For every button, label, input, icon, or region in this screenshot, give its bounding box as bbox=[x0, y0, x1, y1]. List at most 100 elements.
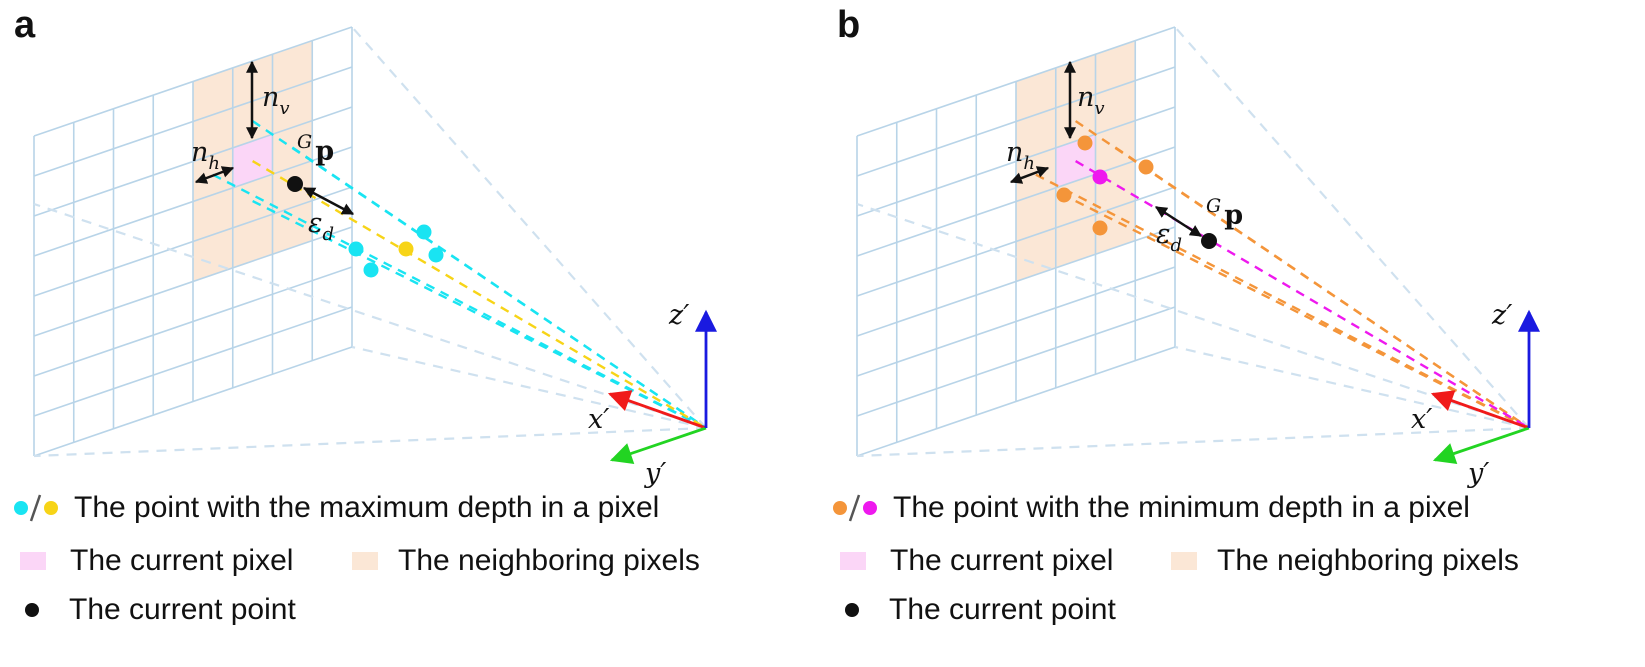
grid-line bbox=[33, 66, 353, 177]
epsilon-d-label: εd bbox=[1156, 219, 1182, 256]
neighboring-pixels-swatch bbox=[1171, 552, 1197, 570]
n-v-label: nv bbox=[262, 82, 290, 119]
x-axis-label: x′ bbox=[1411, 404, 1432, 435]
y-axis-label: y′ bbox=[1467, 458, 1489, 489]
n-h-arrow bbox=[194, 166, 235, 184]
depth-point bbox=[1092, 220, 1108, 236]
panel-letter: a bbox=[14, 4, 36, 46]
depth-point bbox=[348, 241, 364, 257]
neighbor-ray bbox=[1074, 120, 1530, 429]
y-axis-arrow bbox=[1432, 426, 1530, 465]
depth-point bbox=[416, 224, 432, 240]
grid-line bbox=[33, 226, 353, 337]
legend-current-point-label: The current point bbox=[889, 593, 1116, 626]
grid-line bbox=[33, 106, 353, 217]
legend-depth-point: The point with the minimum depth in a pi… bbox=[833, 488, 1470, 528]
grid-line bbox=[33, 26, 353, 137]
current-point-swatch bbox=[845, 603, 859, 617]
epsilon-d-arrow bbox=[302, 186, 355, 216]
legend-neighboring-pixels-label: The neighboring pixels bbox=[1217, 544, 1519, 577]
projection-rays bbox=[1035, 120, 1530, 430]
slash-icon bbox=[848, 494, 861, 522]
depth-point bbox=[363, 262, 379, 278]
grid-line bbox=[856, 26, 1176, 137]
epsilon-d-arrow bbox=[1154, 205, 1203, 238]
x-axis-arrow bbox=[607, 390, 707, 430]
current-point bbox=[287, 176, 303, 192]
grid-line bbox=[856, 346, 1176, 457]
epsilon-d-label: εd bbox=[308, 208, 334, 245]
legend-current-point-label: The current point bbox=[69, 593, 296, 626]
legend-neighboring-pixels: The neighboring pixels bbox=[352, 541, 700, 581]
grid-line bbox=[33, 346, 353, 457]
slash-icon bbox=[29, 494, 42, 522]
current-point bbox=[1201, 233, 1217, 249]
frustum-line bbox=[856, 426, 1530, 458]
panel-letter: b bbox=[837, 4, 861, 46]
x-axis-arrow bbox=[1430, 390, 1530, 430]
primary-point-swatch bbox=[14, 501, 28, 515]
neighbor-ray bbox=[252, 199, 707, 430]
legend-depth-point: The point with the maximum depth in a pi… bbox=[14, 488, 659, 528]
frustum-lines bbox=[33, 26, 707, 458]
neighboring-pixels-swatch bbox=[352, 552, 378, 570]
depth-point bbox=[1092, 169, 1108, 185]
grid-line bbox=[33, 186, 353, 297]
frustum-line bbox=[856, 202, 1530, 430]
camera-axes bbox=[607, 309, 717, 465]
x-axis-label: x′ bbox=[588, 404, 609, 435]
depth-point bbox=[398, 241, 414, 257]
frustum-line bbox=[351, 345, 707, 430]
frustum-line bbox=[1174, 345, 1530, 430]
n-h-label: nh bbox=[1006, 137, 1035, 174]
n-h-arrow bbox=[1009, 166, 1050, 184]
depth-point bbox=[1056, 187, 1072, 203]
grid-line bbox=[856, 226, 1176, 337]
grid-line bbox=[856, 186, 1176, 297]
frustum-line bbox=[33, 426, 707, 458]
depth-point bbox=[1138, 159, 1154, 175]
legend-neighboring-pixels-label: The neighboring pixels bbox=[398, 544, 700, 577]
y-axis-arrow bbox=[609, 426, 707, 465]
grid-line bbox=[856, 146, 1176, 257]
n-h-label: nh bbox=[191, 137, 220, 174]
neighbor-ray bbox=[212, 173, 707, 430]
legend-current-point: The current point bbox=[25, 590, 296, 630]
camera-axes bbox=[1430, 309, 1540, 465]
z-axis-label: z′ bbox=[1491, 300, 1512, 331]
depth-point bbox=[428, 247, 444, 263]
z-axis-label: z′ bbox=[668, 300, 689, 331]
legend-current-pixel-label: The current pixel bbox=[890, 544, 1114, 577]
grid-line bbox=[33, 146, 353, 257]
current-pixel-swatch bbox=[20, 552, 46, 570]
current-pixel-swatch bbox=[840, 552, 866, 570]
grid-line bbox=[856, 66, 1176, 177]
legend-depth-label: The point with the minimum depth in a pi… bbox=[893, 491, 1470, 524]
frustum-line bbox=[33, 202, 707, 430]
depth-points bbox=[1056, 135, 1217, 249]
grid-line bbox=[856, 266, 1176, 377]
image-plane-grid bbox=[856, 26, 1176, 457]
center-ray bbox=[1075, 160, 1530, 430]
n-v-label: nv bbox=[1077, 82, 1105, 119]
center-ray bbox=[252, 160, 707, 430]
depth-point bbox=[1077, 135, 1093, 151]
legend-current-pixel: The current pixel bbox=[20, 541, 293, 581]
neighbor-ray bbox=[251, 120, 707, 429]
frustum-lines bbox=[856, 26, 1530, 458]
primary-point-swatch bbox=[833, 501, 847, 515]
legend-depth-label: The point with the maximum depth in a pi… bbox=[74, 491, 660, 524]
neighbor-ray bbox=[1035, 173, 1530, 430]
dimension-arrows bbox=[194, 60, 355, 216]
secondary-point-swatch bbox=[44, 501, 58, 515]
grid-line bbox=[33, 306, 353, 417]
grid-line bbox=[33, 266, 353, 377]
